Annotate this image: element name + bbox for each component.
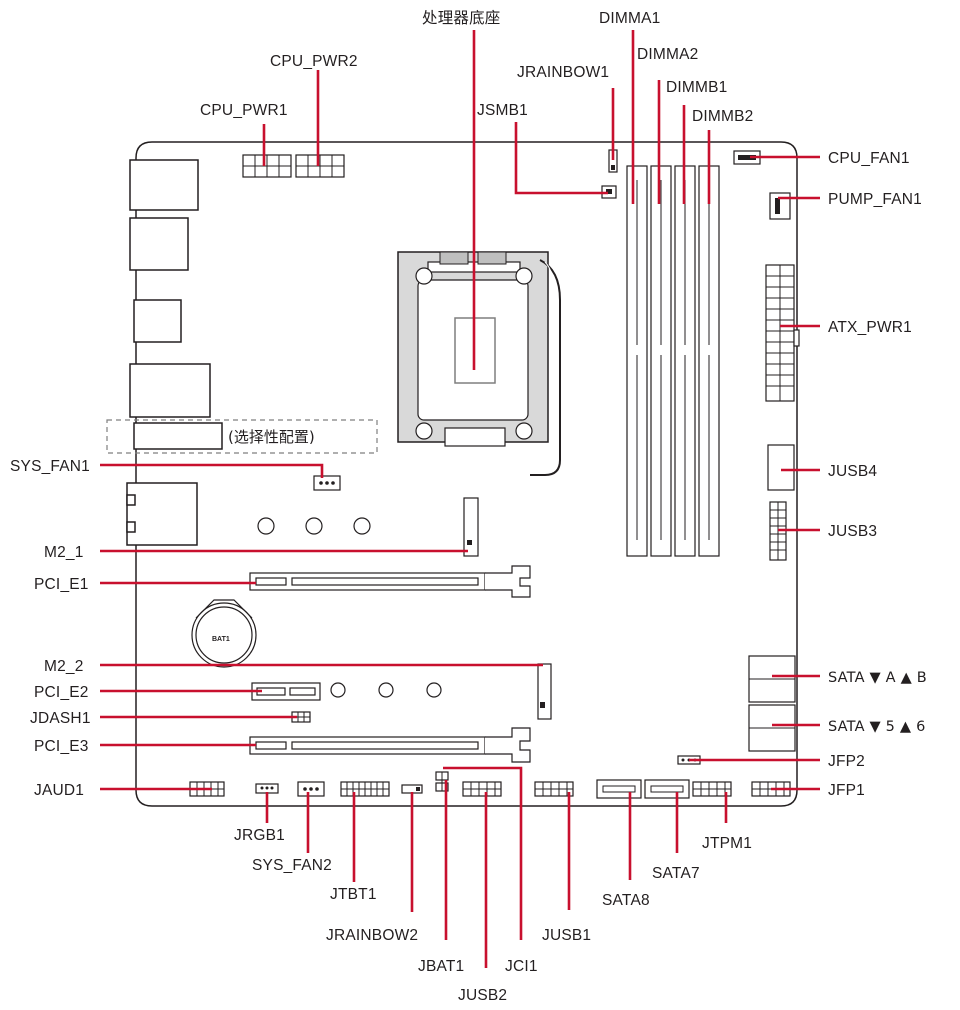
label-jsmb1: JSMB1 <box>477 102 528 119</box>
cpu-pwr2-connector <box>295 154 345 178</box>
label-pci-e1: PCI_E1 <box>34 576 89 593</box>
label-m2-2: M2_2 <box>44 658 84 675</box>
label-dimmb2: DIMMB2 <box>692 108 753 125</box>
mounting-holes <box>257 517 442 698</box>
label-jrgb1: JRGB1 <box>234 827 285 844</box>
label-jusb2: JUSB2 <box>458 987 507 1004</box>
leader-lines <box>100 30 820 968</box>
label-sata-ab: SATA ▼ A ▲ B <box>828 670 927 686</box>
jbat1-jci1-headers <box>435 771 449 792</box>
label-pump-fan1: PUMP_FAN1 <box>828 191 922 208</box>
jtpm1-connector <box>692 781 732 797</box>
label-m2-1: M2_1 <box>44 544 84 561</box>
jrainbow2-connector <box>401 784 423 794</box>
label-jdash1: JDASH1 <box>30 710 91 727</box>
label-jbat1: JBAT1 <box>418 958 464 975</box>
label-jrainbow2: JRAINBOW2 <box>326 927 418 944</box>
label-jtbt1: JTBT1 <box>330 886 377 903</box>
board-outline <box>135 141 798 807</box>
cpu-socket <box>397 251 561 476</box>
label-jaud1: JAUD1 <box>34 782 84 799</box>
optional-area: (选择性配置) <box>106 419 378 454</box>
jusb2-connector <box>462 781 502 797</box>
label-jusb1: JUSB1 <box>542 927 591 944</box>
label-cpu-pwr1: CPU_PWR1 <box>200 102 288 119</box>
sata8-connector <box>596 779 642 799</box>
optional-label: (选择性配置) <box>228 428 315 446</box>
label-sys-fan2: SYS_FAN2 <box>252 857 332 874</box>
label-cpu-pwr2: CPU_PWR2 <box>270 53 358 70</box>
sata-connectors-right <box>748 655 796 752</box>
jsmb1-connector <box>601 185 617 199</box>
label-sata8: SATA8 <box>602 892 650 909</box>
label-pci-e2: PCI_E2 <box>34 684 89 701</box>
bat1-battery: BAT1 <box>191 599 257 668</box>
pci-e2-slot <box>251 682 321 701</box>
label-jfp2: JFP2 <box>828 753 865 770</box>
label-cpu-fan1: CPU_FAN1 <box>828 150 910 167</box>
label-dimmb1: DIMMB1 <box>666 79 727 96</box>
label-jusb3: JUSB3 <box>828 523 877 540</box>
label-sys-fan1: SYS_FAN1 <box>10 458 90 475</box>
label-cpu-socket: 处理器底座 <box>422 9 501 27</box>
jrgb1-connector <box>255 783 279 794</box>
label-dimma2: DIMMA2 <box>637 46 698 63</box>
rear-io-panel <box>126 159 211 546</box>
jusb4-connector <box>767 444 795 491</box>
atx-pwr1-connector <box>765 264 800 402</box>
pump-fan1-connector <box>769 192 791 220</box>
sys-fan1-connector <box>313 475 341 491</box>
sata7-connector <box>644 779 690 799</box>
pci-e1-slot <box>249 565 531 598</box>
label-atx-pwr1: ATX_PWR1 <box>828 319 912 336</box>
cpu-pwr1-connector <box>242 154 292 178</box>
bat1-label: BAT1 <box>212 636 230 643</box>
m2-1-slot <box>463 497 479 557</box>
label-pci-e3: PCI_E3 <box>34 738 89 755</box>
sys-fan2-connector <box>297 781 325 797</box>
label-jci1: JCI1 <box>505 958 538 975</box>
label-jusb4: JUSB4 <box>828 463 877 480</box>
label-jrainbow1: JRAINBOW1 <box>517 64 609 81</box>
component-labels: 处理器底座 DIMMA1 DIMMA2 JRAINBOW1 DIMMB1 JSM… <box>10 9 927 1004</box>
label-jfp1: JFP1 <box>828 782 865 799</box>
label-sata7: SATA7 <box>652 865 700 882</box>
jusb1-connector <box>534 781 574 797</box>
label-dimma1: DIMMA1 <box>599 10 660 27</box>
m2-2-slot <box>537 663 552 720</box>
dimm-slots <box>626 165 720 557</box>
label-jtpm1: JTPM1 <box>702 835 752 852</box>
jtbt1-connector <box>340 781 390 797</box>
label-sata-56: SATA ▼ 5 ▲ 6 <box>828 719 926 735</box>
